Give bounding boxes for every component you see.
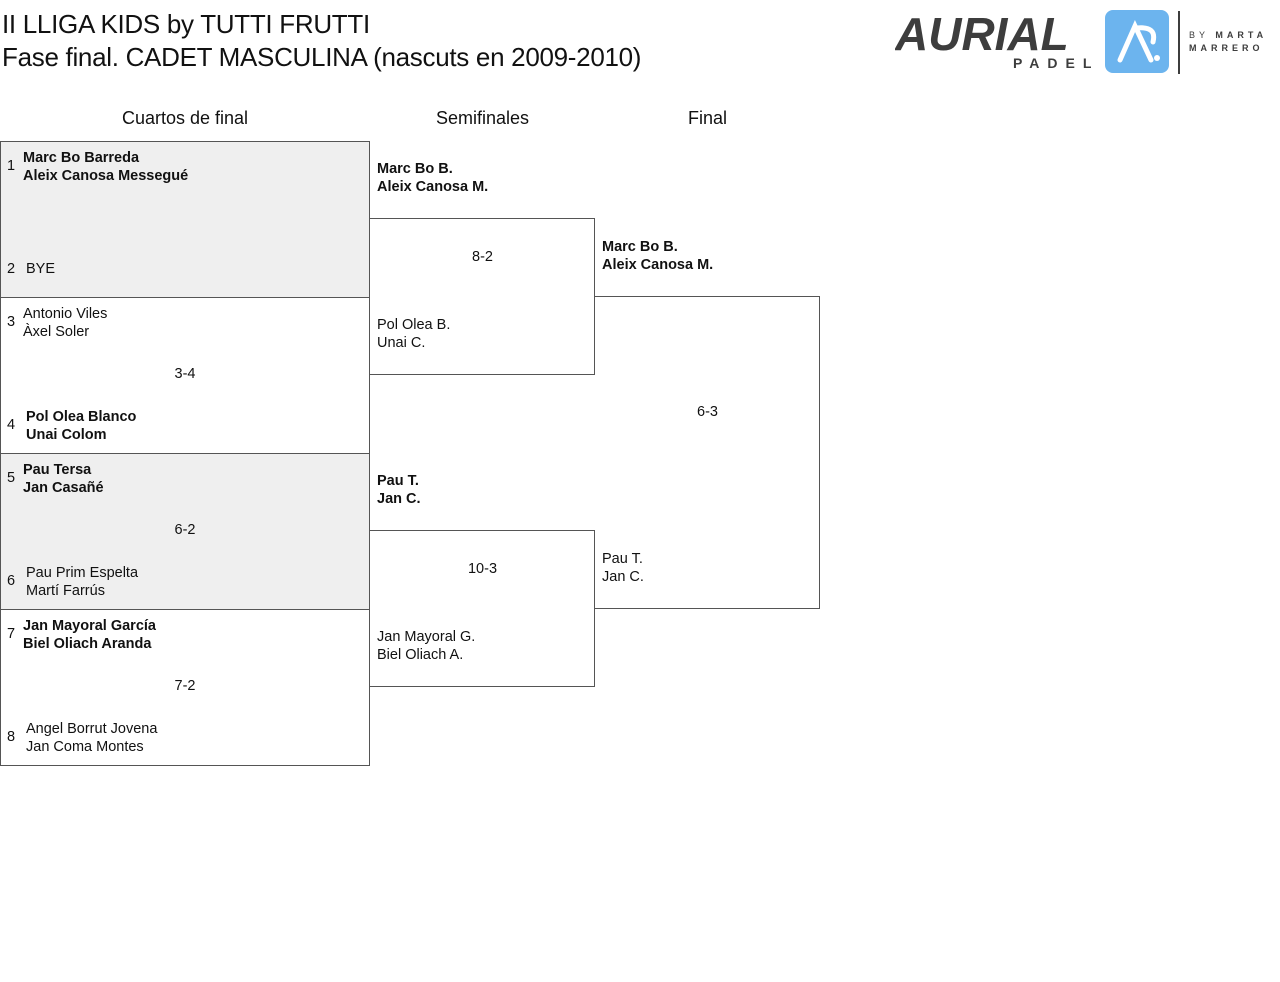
team-players: Pau T. Jan C. [377,472,421,508]
player-name: Jan Casañé [23,480,104,496]
player-name: Marc Bo B. [602,239,678,255]
player-name: Jan Mayoral García [23,618,156,634]
svg-text:MARRERO: MARRERO [1189,43,1264,53]
aurial-padel-logo: AURIAL PADEL BY MARTA MARRERO [895,8,1267,74]
final-match-box [594,296,820,609]
player-name: Pol Olea Blanco [26,409,137,425]
player-name: Àxel Soler [23,324,90,340]
player-name: Jan Coma Montes [26,739,144,755]
seed-number: 8 [7,729,16,745]
team-players: Marc Bo B. Aleix Canosa M. [377,160,488,196]
team-players: Marc Bo B. Aleix Canosa M. [602,238,713,274]
round-header-sf: Semifinales [435,108,530,128]
player-name: Aleix Canosa Messegué [23,168,189,184]
player-name: Antonio Viles [23,306,108,322]
player-name: Biel Oliach Aranda [23,636,152,652]
player-name: Pol Olea B. [377,317,451,333]
player-name: Jan Mayoral G. [377,629,476,645]
round-header-qf: Cuartos de final [121,108,249,128]
qf-match-box [0,141,370,298]
match-score: 6-3 [697,404,718,420]
player-name: Unai Colom [26,427,107,443]
seed-number: 6 [7,573,16,589]
svg-text:AURIAL: AURIAL [895,8,1069,60]
seed-number: 5 [7,470,16,486]
seed-number: 2 [7,261,16,277]
match-score: 7-2 [174,678,196,694]
player-name: Aleix Canosa M. [602,257,714,273]
player-name: Pau Tersa [23,462,92,478]
qf-match-box [0,453,370,610]
player-name: Pau T. [602,551,643,567]
title-line1: II LLIGA KIDS by TUTTI FRUTTI [2,9,370,39]
team-players: Jan Mayoral G. Biel Oliach A. [377,628,475,664]
round-header-final: Final [687,108,727,128]
team-players: BYE [26,260,55,278]
team-players: Pau T. Jan C. [602,550,644,586]
player-name: Pau T. [377,473,419,489]
svg-text:BY MARTA: BY MARTA [1189,30,1267,40]
player-name: Aleix Canosa M. [377,179,489,195]
team-players: Pol Olea B. Unai C. [377,316,450,352]
player-name: Unai C. [377,335,426,351]
player-name: Jan C. [602,569,644,585]
match-score: 3-4 [174,366,196,382]
match-score: 6-2 [174,522,196,538]
seed-number: 4 [7,417,16,433]
seed-number: 1 [7,158,16,174]
match-score: 8-2 [472,249,493,265]
player-name: Angel Borrut Jovena [26,721,158,737]
match-score: 10-3 [467,561,498,577]
player-name: Martí Farrús [26,583,105,599]
seed-number: 3 [7,314,16,330]
player-name: Marc Bo B. [377,161,453,177]
player-name: Marc Bo Barreda [23,150,140,166]
player-name: Pau Prim Espelta [26,565,139,581]
qf-match-box [0,609,370,766]
title-line2: Fase final. CADET MASCULINA (nascuts en … [2,42,642,72]
player-name: Jan C. [377,491,421,507]
player-name: BYE [26,261,56,277]
player-name: Biel Oliach A. [377,647,464,663]
seed-number: 7 [7,626,16,642]
svg-text:PADEL: PADEL [1013,55,1099,71]
